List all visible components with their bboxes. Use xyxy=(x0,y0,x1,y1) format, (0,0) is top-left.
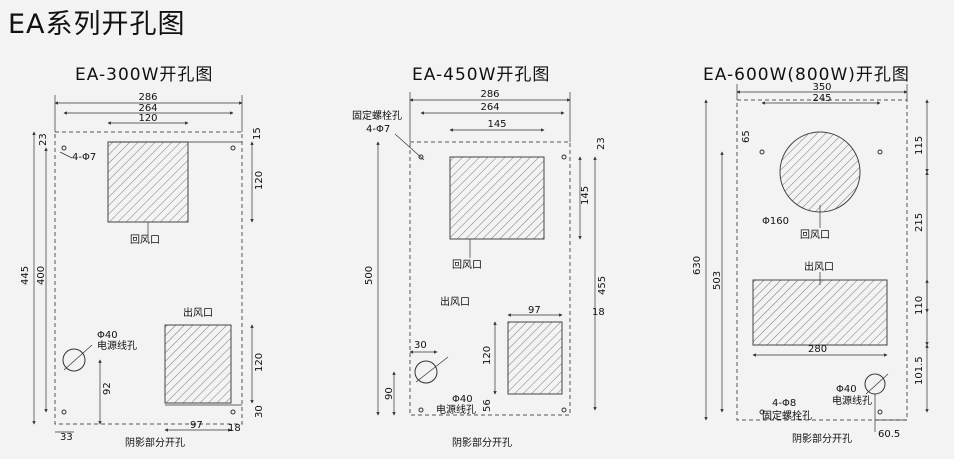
dim-600-h215: 215 xyxy=(914,213,925,232)
dim-450-w264: 264 xyxy=(480,102,499,113)
diagram-300w: 286 264 120 23 4-Φ7 15 120 445 400 Φ40 电… xyxy=(20,92,265,449)
dim-300-h400: 400 xyxy=(36,266,47,285)
diagram-450w: 286 264 145 固定螺栓孔 4-Φ7 23 145 500 455 出风… xyxy=(352,89,608,449)
dim-300-w33: 33 xyxy=(60,432,73,443)
dim-300-h30: 30 xyxy=(254,405,265,418)
dim-450-w286: 286 xyxy=(480,89,499,100)
power-hole-label-300w: 电源线孔 xyxy=(97,339,137,352)
dim-450-w30: 30 xyxy=(414,340,427,351)
dim-300-h92: 92 xyxy=(102,382,113,395)
dim-600-w605: 60.5 xyxy=(878,429,900,440)
diagram-title-300w: EA-300W开孔图 xyxy=(75,65,214,85)
panel-outline-600w xyxy=(736,99,908,421)
dim-450-h120: 120 xyxy=(482,346,493,365)
dim-600-dia40: Φ40 xyxy=(836,384,857,395)
panel-outline-300w xyxy=(54,131,243,425)
dim-300-w18: 18 xyxy=(228,423,241,434)
dim-600-w280: 280 xyxy=(808,344,827,355)
power-hole-label-600w: 电源线孔 xyxy=(832,394,872,407)
dim-450-w18: 18 xyxy=(592,307,605,318)
shaded-note-600w: 阴影部分开孔 xyxy=(792,432,852,445)
dim-300-d15: 15 xyxy=(252,127,263,140)
dim-300-dia40: Φ40 xyxy=(97,330,118,341)
power-hole-label-450w: 电源线孔 xyxy=(436,403,476,416)
outlet-label-600w: 出风口 xyxy=(804,260,834,273)
bolt-spec-300w: 4-Φ7 xyxy=(72,152,96,163)
dim-450-h56: 56 xyxy=(482,399,493,412)
dim-600-d65: 65 xyxy=(741,130,752,143)
dim-300-w97: 97 xyxy=(190,420,203,431)
dim-600-h503: 503 xyxy=(712,271,723,290)
outlet-label-300w: 出风口 xyxy=(183,306,213,319)
dim-450-dia40: Φ40 xyxy=(452,394,473,405)
bolt-spec-600w: 4-Φ8 xyxy=(772,398,796,409)
diagram-title-600w: EA-600W(800W)开孔图 xyxy=(703,65,910,85)
dim-600-h630: 630 xyxy=(692,256,703,275)
dim-450-h145: 145 xyxy=(580,186,591,205)
dim-300-w286: 286 xyxy=(138,92,157,103)
dim-600-h1015: 101.5 xyxy=(914,356,925,385)
dim-600-w350: 350 xyxy=(812,82,831,93)
dim-450-h455: 455 xyxy=(597,276,608,295)
outlet-cutout-600w xyxy=(752,279,888,346)
shaded-note-450w: 阴影部分开孔 xyxy=(452,436,512,449)
dim-300-w120: 120 xyxy=(138,113,157,124)
return-air-label-300w: 回风口 xyxy=(130,234,160,246)
dim-450-w97: 97 xyxy=(528,305,541,316)
fix-bolt-label-450w: 固定螺栓孔 xyxy=(352,109,402,122)
return-air-cutout-300w xyxy=(107,141,189,223)
dim-300-h445: 445 xyxy=(20,266,31,285)
bolt-spec-450w: 4-Φ7 xyxy=(366,124,390,135)
dim-450-h90: 90 xyxy=(384,387,395,400)
outlet-label-450w: 出风口 xyxy=(440,295,470,308)
dim-600-w245: 245 xyxy=(812,93,831,104)
diagram-title-450w: EA-450W开孔图 xyxy=(412,65,551,85)
fix-bolt-label-600w: 固定螺栓孔 xyxy=(762,409,812,422)
dim-300-h120b: 120 xyxy=(254,353,265,372)
dim-600-dia160: Φ160 xyxy=(762,216,789,227)
power-hole-450w xyxy=(414,360,438,384)
page-title: EA系列开孔图 xyxy=(8,9,186,40)
shaded-note-300w: 阴影部分开孔 xyxy=(125,436,185,449)
outlet-cutout-450w xyxy=(507,321,563,395)
power-hole-600w xyxy=(864,373,886,395)
outlet-cutout-300w xyxy=(164,324,232,404)
dim-300-h120a: 120 xyxy=(254,171,265,190)
dim-450-h500: 500 xyxy=(364,266,375,285)
dim-450-w145: 145 xyxy=(487,119,506,130)
dim-300-d23: 23 xyxy=(38,133,49,146)
power-hole-300w xyxy=(62,348,86,372)
dim-450-d23: 23 xyxy=(596,137,607,150)
dim-300-w264: 264 xyxy=(138,103,157,114)
return-air-label-600w: 回风口 xyxy=(800,229,830,241)
diagram-600w: 350 245 65 115 215 110 101.5 630 503 Φ16… xyxy=(692,82,929,445)
return-air-cutout-600w xyxy=(779,131,861,213)
return-air-cutout-450w xyxy=(449,156,545,240)
return-air-label-450w: 回风口 xyxy=(452,259,482,271)
panel-outline-450w xyxy=(409,141,571,416)
dim-600-h115: 115 xyxy=(914,136,925,155)
dim-600-h110: 110 xyxy=(914,296,925,315)
